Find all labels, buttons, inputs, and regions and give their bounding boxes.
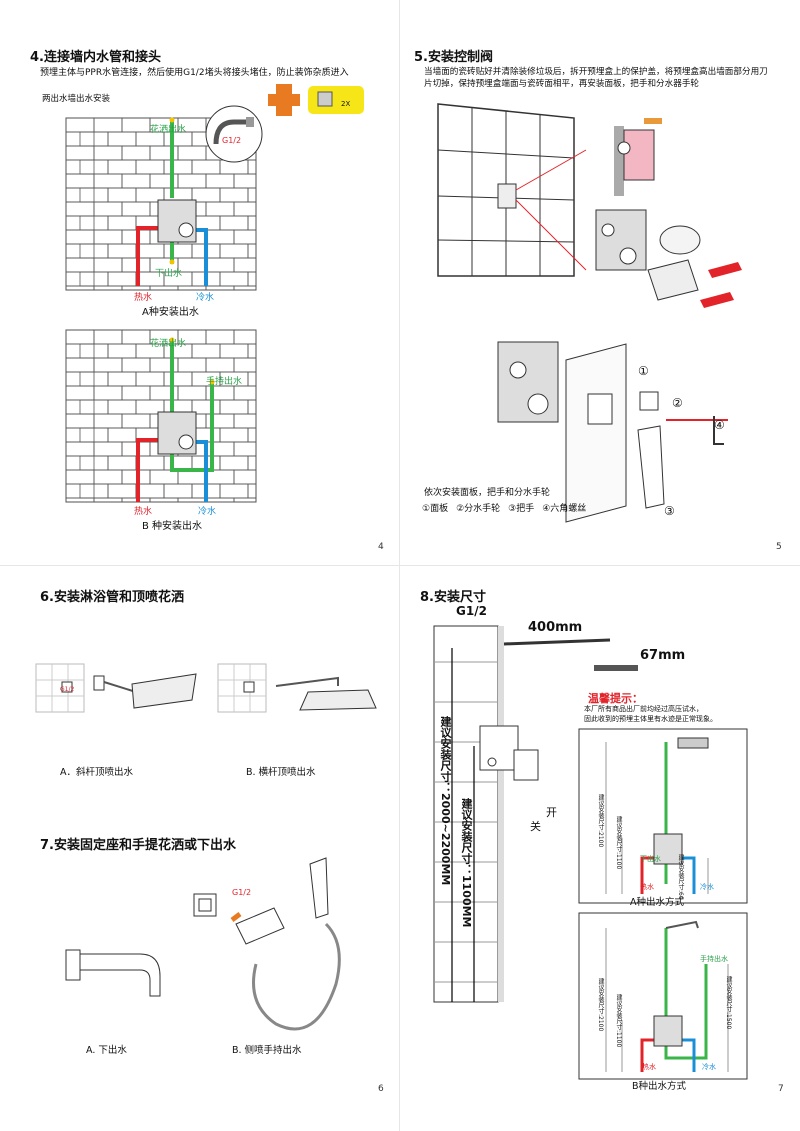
shower-out-label-b: 花洒出水 <box>150 339 187 349</box>
a-caption: A种出水方式 <box>630 897 684 908</box>
page-5: 5.安装控制阀 当墙面的瓷砖贴好并清除装修垃圾后，拆开预埋盒上的保护盖，将预埋盒… <box>400 0 800 565</box>
spout-diagram <box>65 949 161 997</box>
pipes-b <box>136 337 215 502</box>
install-dimension-diagram <box>433 625 611 1003</box>
tip-line-2: 固此收到的预埋主体里有水迹是正常现象。 <box>584 715 717 723</box>
fittings-illustration <box>268 84 364 116</box>
page-number: 5 <box>776 542 782 552</box>
pipes-a <box>136 117 208 286</box>
detail-zoom-circle <box>205 105 263 163</box>
page-7: 8.安装尺寸 G1/2 400mm 67mm 建议安装尺寸：2000~2200M… <box>400 566 800 1131</box>
diagram-b-box <box>578 912 748 1080</box>
recommended-height-overall: 建议安装尺寸：2000~2200MM <box>439 716 452 886</box>
b-hand-label: 手持出水 <box>700 955 728 963</box>
diagram-a-box <box>578 728 748 904</box>
cold-label-b: 冷水 <box>198 507 217 517</box>
a-dim-1100: 建议安装尺寸:1100 <box>615 816 622 870</box>
g12-label: G1/2 <box>456 604 487 618</box>
hot-label-b: 热水 <box>134 507 153 517</box>
a-dim-60: 建议安装尺寸:60 <box>677 854 684 900</box>
valve-assembly-exploded <box>595 209 742 308</box>
recommended-height-valve: 建议安装尺寸：1100MM <box>460 798 473 928</box>
section-title: 5.安装控制阀 <box>414 50 493 65</box>
page-6: 6.安装淋浴管和顶喷花洒 G1/2 A．斜杆顶喷出水 B. 横杆顶喷出水 7.安… <box>0 566 400 1131</box>
g12-label-7: G1/2 <box>232 888 252 897</box>
page-number: 4 <box>378 542 384 552</box>
diagonal-arm-shower-diagram <box>35 663 197 713</box>
shower-out-label-a: 花洒出水 <box>150 125 187 135</box>
b-dim-2100: 建议安装尺寸:2100 <box>597 978 604 1032</box>
b-hot-label: 热水 <box>642 1063 656 1071</box>
callout-2: ② <box>672 396 683 410</box>
width-dimension: 400mm <box>528 620 583 635</box>
down-out-label-a: 下出水 <box>155 269 183 279</box>
horizontal-divider <box>0 565 800 566</box>
panel-install-diagram <box>497 341 728 523</box>
caption-b: B 种安装出水 <box>142 521 203 532</box>
section-title-7: 7.安装固定座和手提花洒或下出水 <box>40 838 236 853</box>
legend-hex-screw: ④六角螺丝 <box>542 504 587 514</box>
tip-title: 温馨提示： <box>588 692 643 705</box>
steps-text: 依次安装面板，把手和分水手轮 <box>424 488 551 498</box>
height-dimension: 67mm <box>640 648 686 663</box>
option-a-caption: A．斜杆顶喷出水 <box>60 767 133 778</box>
hand-out-label-b: 手持出水 <box>206 377 243 387</box>
legend-panel: ①面板 <box>422 504 449 514</box>
option-a7-caption: A. 下出水 <box>86 1045 127 1056</box>
b-dim-1500: 建议安装尺寸:1500 <box>725 976 732 1030</box>
b-cold-label: 冷水 <box>702 1063 716 1071</box>
section-sub: 两出水墙出水安装 <box>42 94 111 104</box>
off-label: 关 <box>530 820 541 833</box>
g12-tag: G1/2 <box>60 686 75 693</box>
horizontal-arm-shower-diagram <box>217 663 377 713</box>
on-label: 开 <box>546 806 557 819</box>
caption-a: A种安装出水 <box>142 307 199 318</box>
page-number: 6 <box>378 1084 384 1094</box>
b-dim-1100: 建议安装尺寸:1100 <box>615 994 622 1048</box>
callout-1: ① <box>638 364 649 378</box>
wall-section-detail <box>614 118 662 196</box>
tip-line-1: 本厂所有商品出厂前均经过高压试水， <box>584 705 703 713</box>
a-dim-2100: 建议安装尺寸:2100 <box>597 794 604 848</box>
section-desc: 预埋主体与PPR水管连接，然后使用G1/2堵头将接头堵住，防止装饰杂质进入 <box>40 68 349 78</box>
section-title: 4.连接墙内水管和接头 <box>30 50 161 65</box>
parts-legend: ①面板 ②分水手轮 ③把手 ④六角螺丝 <box>422 501 586 514</box>
hex-key-icon <box>713 416 724 445</box>
tile-wall <box>437 103 587 277</box>
shower-head-icon <box>594 665 638 671</box>
section-title: 6.安装淋浴管和顶喷花洒 <box>40 590 184 605</box>
hot-label-a: 热水 <box>134 293 153 303</box>
page-number: 7 <box>778 1084 784 1094</box>
callout-4: ④ <box>714 418 725 432</box>
b-caption: B种出水方式 <box>632 1081 687 1092</box>
qty-label: 2X <box>341 100 351 108</box>
cold-label-a: 冷水 <box>196 293 215 303</box>
callout-3: ③ <box>664 504 675 518</box>
a-down-label: 下出水 <box>640 855 661 863</box>
legend-diverter-knob: ②分水手轮 <box>456 504 501 514</box>
section-desc: 当墙面的瓷砖贴好并清除装修垃圾后，拆开预埋盒上的保护盖，将预埋盒高出墙面部分用刀… <box>424 67 768 89</box>
a-hot-label: 热水 <box>640 883 654 891</box>
a-cold-label: 冷水 <box>700 883 714 891</box>
g12-label: G1/2 <box>222 136 242 145</box>
section-title: 8.安装尺寸 <box>420 590 486 605</box>
page-4: 4.连接墙内水管和接头 预埋主体与PPR水管连接，然后使用G1/2堵头将接头堵住… <box>0 0 400 565</box>
option-b-caption: B. 横杆顶喷出水 <box>246 767 316 778</box>
option-b7-caption: B. 侧喷手持出水 <box>232 1045 302 1056</box>
hand-shower-kit-diagram <box>193 857 341 1031</box>
legend-handle: ③把手 <box>508 504 535 514</box>
